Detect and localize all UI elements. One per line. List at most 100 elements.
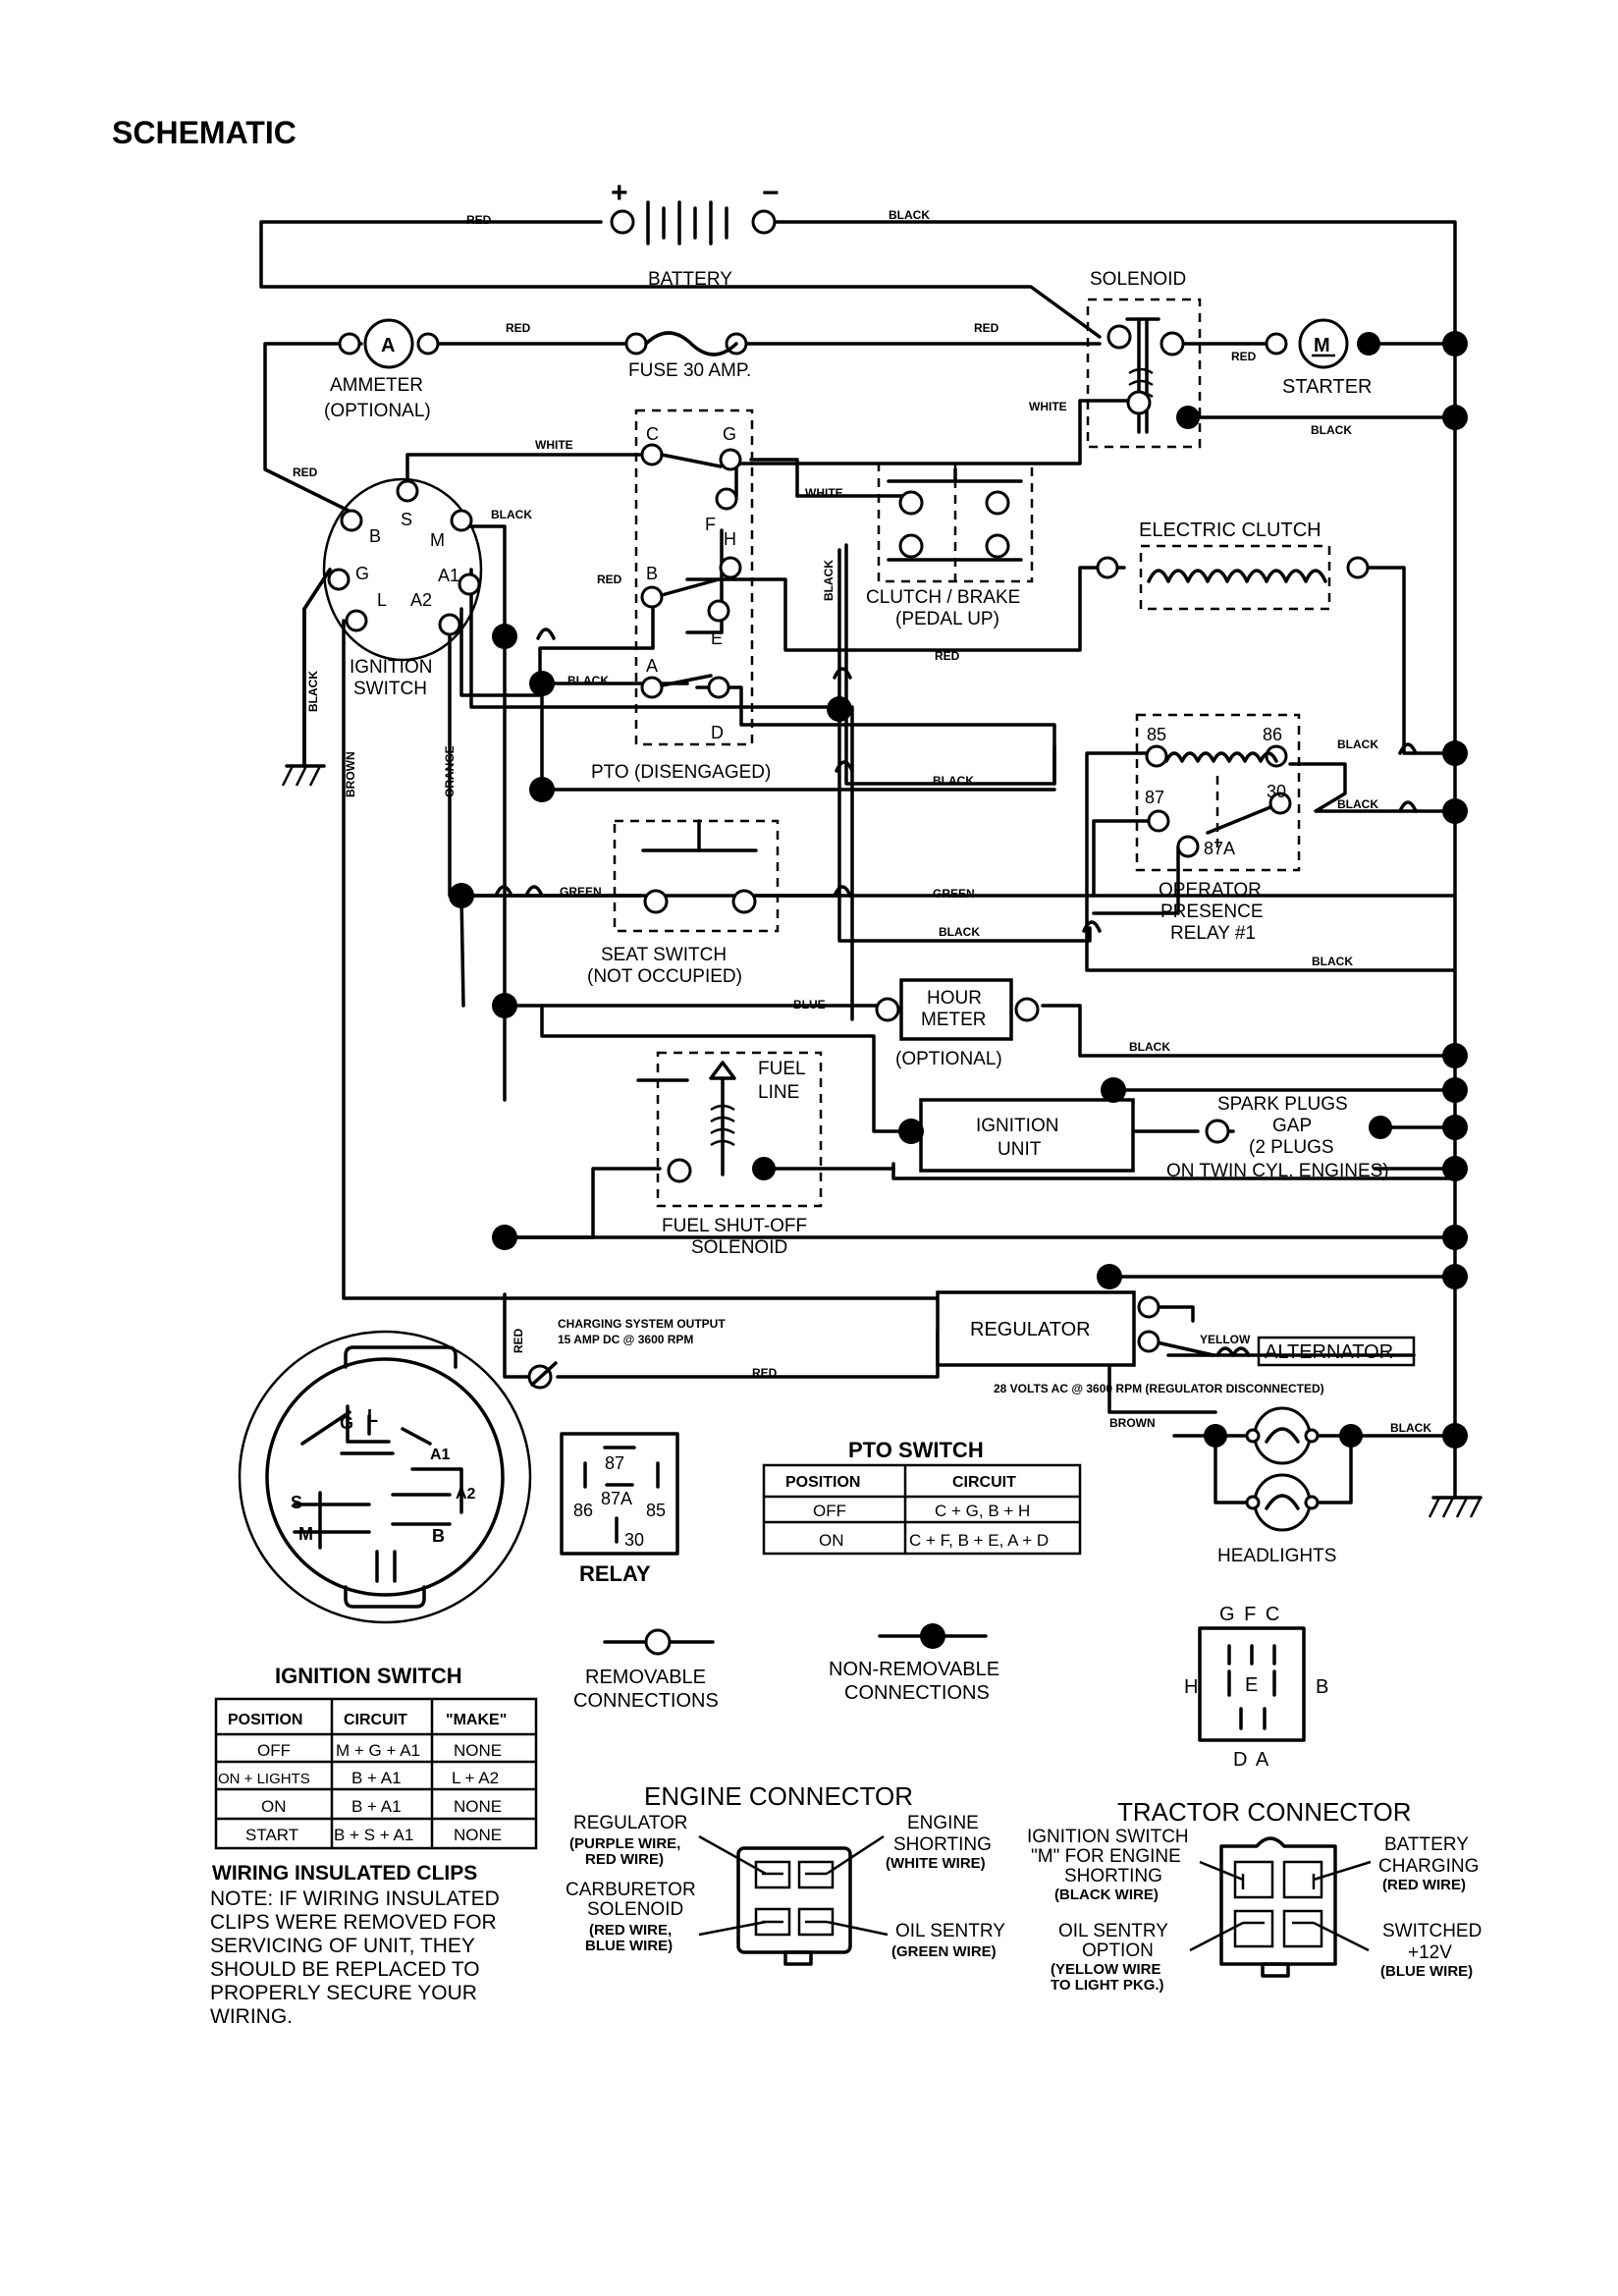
ignition-table-cell: NONE bbox=[454, 1741, 502, 1760]
wire-label-black: BLACK bbox=[889, 208, 930, 222]
pto-face-bottom-labels: D A bbox=[1233, 1749, 1269, 1771]
battery: + − BATTERY bbox=[610, 177, 780, 290]
electric-clutch-label: ELECTRIC CLUTCH bbox=[1139, 519, 1321, 541]
ign-term-m: M bbox=[430, 530, 445, 550]
switch-face-g: G bbox=[340, 1413, 353, 1433]
pto-face-top-labels: G F C bbox=[1219, 1604, 1279, 1625]
clips-note-line: NOTE: IF WIRING INSULATED bbox=[210, 1887, 500, 1910]
ignition-table-cell: L + A2 bbox=[452, 1769, 499, 1787]
engine-oil-2: (GREEN WIRE) bbox=[891, 1943, 997, 1960]
engine-oil-1: OIL SENTRY bbox=[895, 1921, 1005, 1941]
alternator: ALTERNATOR YELLOW 28 VOLTS AC @ 3600 RPM… bbox=[994, 1333, 1416, 1395]
clutch-brake-label-2: (PEDAL UP) bbox=[895, 609, 999, 629]
relay-face-87a: 87A bbox=[601, 1489, 632, 1508]
relay-face-85: 85 bbox=[646, 1501, 666, 1520]
pto-table-header-position: POSITION bbox=[785, 1474, 860, 1491]
ignition-switch-label-2: SWITCH bbox=[353, 679, 427, 699]
spark-plugs-label-1: SPARK PLUGS bbox=[1217, 1094, 1348, 1115]
ign-term-b: B bbox=[369, 526, 381, 546]
pto-term-e: E bbox=[711, 629, 723, 648]
page-title: SCHEMATIC bbox=[112, 115, 297, 150]
switch-face-l: L bbox=[367, 1406, 378, 1426]
relay-term-30: 30 bbox=[1267, 782, 1286, 801]
ignition-switch: S B M G A1 L A2 IGNITION SWITCH bbox=[322, 477, 483, 699]
wire-label-black: BLACK bbox=[306, 671, 320, 712]
ignition-table-cell: B + S + A1 bbox=[334, 1826, 413, 1844]
wire-label-black: BLACK bbox=[1390, 1421, 1431, 1435]
ground-symbol-left bbox=[281, 764, 326, 787]
tractor-oil-3: (YELLOW WIRE bbox=[1051, 1961, 1161, 1978]
engine-regulator-1: REGULATOR bbox=[573, 1813, 688, 1833]
ignition-unit-label-2: UNIT bbox=[998, 1139, 1042, 1160]
wire-label-red: RED bbox=[512, 1328, 525, 1353]
tractor-ignition-2: "M" FOR ENGINE bbox=[1031, 1846, 1181, 1867]
tractor-oil-2: OPTION bbox=[1082, 1941, 1154, 1961]
tractor-ignition-1: IGNITION SWITCH bbox=[1027, 1827, 1189, 1847]
ign-term-g: G bbox=[355, 564, 369, 583]
switch-face-a1: A1 bbox=[430, 1447, 451, 1463]
tractor-connector-title: TRACTOR CONNECTOR bbox=[1117, 1797, 1412, 1827]
ignition-unit: IGNITION UNIT bbox=[919, 1098, 1135, 1173]
ign-term-l: L bbox=[377, 590, 387, 610]
ign-term-a2: A2 bbox=[410, 590, 432, 610]
pto-switch-table: PTO SWITCH POSITION CIRCUIT OFF C + G, B… bbox=[762, 1438, 1082, 1556]
pto-table-header-circuit: CIRCUIT bbox=[952, 1474, 1016, 1491]
wire-label-red: RED bbox=[506, 321, 531, 335]
spark-plugs-label-3: (2 PLUGS bbox=[1249, 1137, 1334, 1158]
wire-label-black: BLACK bbox=[939, 925, 980, 939]
fuse: FUSE 30 AMP. bbox=[624, 331, 751, 381]
wiring bbox=[259, 220, 1457, 1504]
seat-switch: SEAT SWITCH (NOT OCCUPIED) bbox=[587, 819, 780, 987]
wire-label-red: RED bbox=[752, 1366, 778, 1380]
ignition-unit-label-1: IGNITION bbox=[976, 1116, 1058, 1136]
headlights: BROWN BLACK HEADLIGHTS bbox=[1109, 1406, 1431, 1566]
wire-label-white: WHITE bbox=[1029, 400, 1067, 413]
engine-shorting-3: (WHITE WIRE) bbox=[886, 1855, 986, 1872]
alternator-label: ALTERNATOR bbox=[1265, 1341, 1393, 1363]
junction-dots bbox=[449, 331, 1468, 1449]
fuel-shutoff-solenoid: FUEL LINE FUEL SHUT-OFF SOLENOID bbox=[636, 1051, 823, 1258]
tractor-switched-2: +12V bbox=[1408, 1942, 1452, 1963]
wire-label-black: BLACK bbox=[491, 508, 532, 521]
wire-label-orange: ORANGE bbox=[443, 745, 457, 797]
pto-face-left-label: H bbox=[1184, 1676, 1198, 1698]
fuel-solenoid-label-2: SOLENOID bbox=[691, 1237, 787, 1258]
ignition-table-cell: NONE bbox=[454, 1797, 502, 1816]
clutch-brake-label-1: CLUTCH / BRAKE bbox=[866, 587, 1020, 608]
engine-carburetor-2: SOLENOID bbox=[587, 1899, 683, 1920]
ignition-table-cell: NONE bbox=[454, 1826, 502, 1844]
tractor-battery-1: BATTERY bbox=[1384, 1834, 1469, 1855]
clutch-brake-switch: CLUTCH / BRAKE (PEDAL UP) bbox=[866, 462, 1034, 629]
clips-note-line: SERVICING OF UNIT, THEY bbox=[210, 1935, 475, 1957]
ignition-switch-label-1: IGNITION bbox=[350, 657, 432, 678]
wire-label-white: WHITE bbox=[805, 486, 843, 500]
engine-carburetor-4: BLUE WIRE) bbox=[585, 1938, 673, 1954]
tractor-oil-1: OIL SENTRY bbox=[1058, 1921, 1168, 1941]
wire-label-yellow: YELLOW bbox=[1200, 1333, 1251, 1346]
spark-plugs: SPARK PLUGS GAP (2 PLUGS ON TWIN CYL. EN… bbox=[1166, 1094, 1392, 1181]
wire-label-black: BLACK bbox=[1311, 423, 1352, 437]
solenoid-label: SOLENOID bbox=[1090, 269, 1186, 290]
seat-switch-label-2: (NOT OCCUPIED) bbox=[587, 966, 742, 987]
switch-face-s: S bbox=[291, 1493, 302, 1512]
hour-meter-label-2: METER bbox=[921, 1010, 987, 1030]
battery-label: BATTERY bbox=[648, 269, 732, 290]
engine-shorting-1: ENGINE bbox=[907, 1813, 979, 1833]
wire-label-black: BLACK bbox=[1337, 797, 1378, 811]
wire-label-black: BLACK bbox=[1312, 955, 1353, 968]
relay-face-30: 30 bbox=[624, 1530, 644, 1550]
tractor-connector: TRACTOR CONNECTOR IGNITION SWITCH "M" FO… bbox=[1027, 1797, 1482, 1994]
ignition-table-cell: M + G + A1 bbox=[336, 1741, 420, 1760]
ignition-table-cell: B + A1 bbox=[351, 1769, 402, 1787]
ammeter: A AMMETER (OPTIONAL) bbox=[324, 318, 440, 421]
ammeter-label: AMMETER bbox=[330, 375, 423, 396]
fuel-solenoid-label-1: FUEL SHUT-OFF bbox=[662, 1216, 807, 1236]
tractor-switched-1: SWITCHED bbox=[1382, 1921, 1482, 1941]
tractor-battery-3: (RED WIRE) bbox=[1382, 1877, 1466, 1893]
battery-plus-label: + bbox=[611, 177, 628, 209]
wire-label-red: RED bbox=[293, 465, 318, 479]
wire-label-black: BLACK bbox=[1337, 738, 1378, 751]
ignition-table-cell: B + A1 bbox=[351, 1797, 402, 1816]
tractor-switched-3: (BLUE WIRE) bbox=[1380, 1963, 1473, 1980]
pto-term-d: D bbox=[711, 723, 724, 742]
